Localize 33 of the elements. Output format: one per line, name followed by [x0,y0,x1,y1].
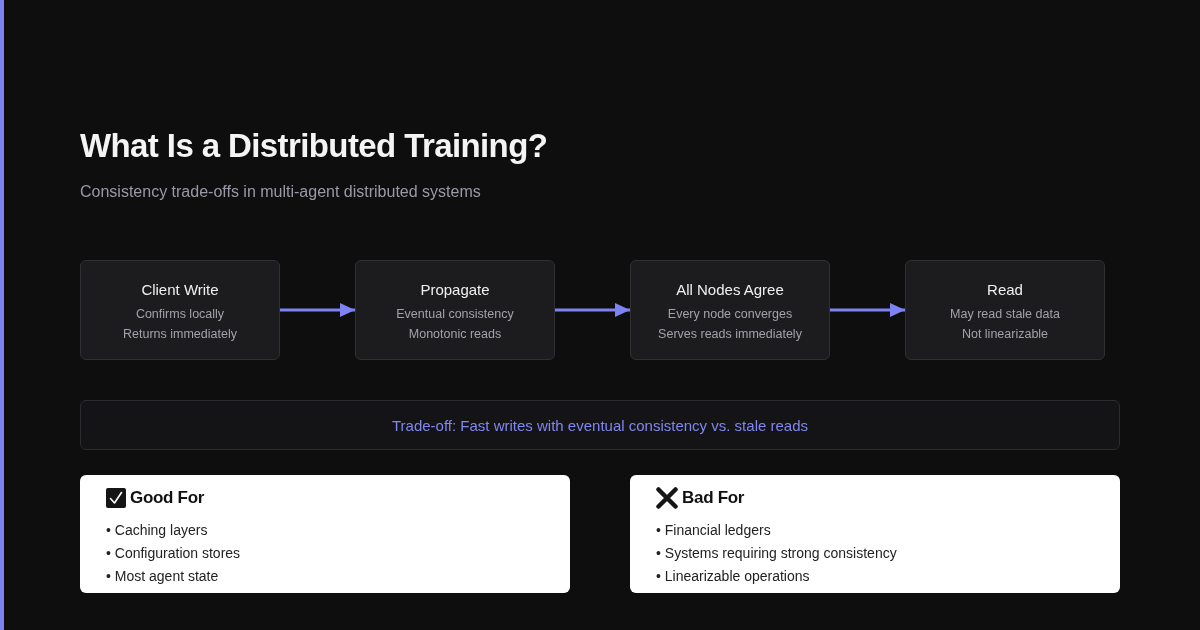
step-detail: Not linearizable [961,326,1049,343]
step-detail: Eventual consistency [396,306,514,323]
title: What Is a Distributed Training? [80,126,548,166]
process-box [80,260,280,360]
step-detail: Returns immediately [123,326,237,343]
step-title: Propagate [420,280,490,300]
card-heading: Bad For [682,488,745,508]
list-item: • Caching layers [106,520,208,540]
step-title: Client Write [141,280,219,300]
process-box [905,260,1105,360]
list-item: • Most agent state [106,566,219,586]
process-box [630,260,830,360]
step-detail: May read stale data [950,306,1060,323]
list-item: • Configuration stores [106,543,241,563]
subtitle: Consistency trade-offs in multi-agent distributed systems [80,182,481,202]
arrow [555,303,630,317]
note-text: Trade-off: Fast writes with eventual consistency vs. stale reads [392,416,808,434]
list-item: • Financial ledgers [656,520,771,540]
note-banner [80,400,1120,450]
info-card [630,475,1120,593]
step-detail: Monotonic reads [408,326,502,343]
step-detail: Serves reads immediately [658,326,802,343]
list-item: • Linearizable operations [656,566,810,586]
info-card [80,475,570,593]
arrow [830,303,905,317]
card-heading: Good For [130,488,205,508]
step-detail: Confirms locally [135,306,225,323]
process-box [355,260,555,360]
step-detail: Every node converges [667,306,793,323]
step-title: All Nodes Agree [676,280,784,300]
list-item: • Systems requiring strong consistency [656,543,897,563]
arrow [280,303,355,317]
step-title: Read [987,280,1023,300]
